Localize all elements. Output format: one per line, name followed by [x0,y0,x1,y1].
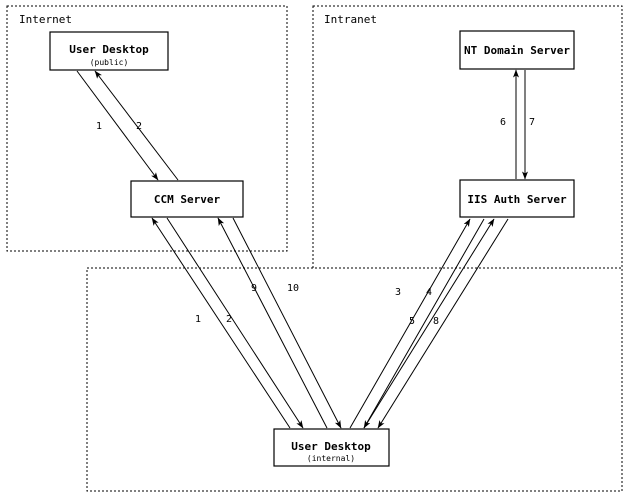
zone-boxes [6,5,623,492]
flow-labels: 1 2 6 7 1 2 9 10 3 4 5 8 [96,117,535,327]
node-box-user-desktop-public[interactable] [49,31,169,71]
node-title-iis-auth-server: IIS Auth Server [467,193,567,206]
flow-lines [76,69,528,429]
flow-label-1-internal: 1 [195,314,201,325]
flow-label-3: 3 [395,287,401,298]
flow-label-2-public: 2 [136,121,142,132]
flow-line-10 [232,217,342,429]
node-box-nt-domain-server[interactable] [459,30,575,70]
flow-label-1-public: 1 [96,121,102,132]
node-subtitle-user-desktop-public: (public) [90,58,129,67]
flow-label-5: 5 [409,316,415,327]
flow-label-9: 9 [251,283,257,294]
flow-label-4: 4 [426,287,432,298]
node-box-user-desktop-internal[interactable] [273,428,390,467]
flow-label-2-internal: 2 [226,314,232,325]
flow-line-2-internal [166,217,304,429]
flow-label-10: 10 [287,283,299,294]
zone-box-internet [6,5,288,252]
flow-line-1-internal [151,217,291,429]
flow-line-1-public [76,70,159,181]
node-title-user-desktop-public: User Desktop [69,43,149,56]
node-title-ccm-server: CCM Server [154,193,221,206]
node-boxes [49,30,575,467]
flow-line-4 [363,218,485,429]
zone-box-internal [86,267,623,492]
node-box-ccm-server[interactable] [130,180,244,218]
node-title-user-desktop-internal: User Desktop [291,440,371,453]
node-labels: User Desktop (public) CCM Server NT Doma… [69,43,570,463]
flow-label-6: 6 [500,117,506,128]
zone-label-intranet: Intranet [324,13,377,26]
node-title-nt-domain-server: NT Domain Server [464,44,570,57]
flow-label-8: 8 [433,316,439,327]
flow-line-3 [349,218,471,429]
flow-line-5 [363,218,495,429]
flow-line-2-public [94,70,179,181]
flow-line-9 [217,217,328,429]
node-box-iis-auth-server[interactable] [459,179,575,218]
node-subtitle-user-desktop-internal: (internal) [307,454,355,463]
flow-label-7: 7 [529,117,535,128]
flow-line-8 [377,218,509,429]
zone-label-internet: Internet [19,13,72,26]
